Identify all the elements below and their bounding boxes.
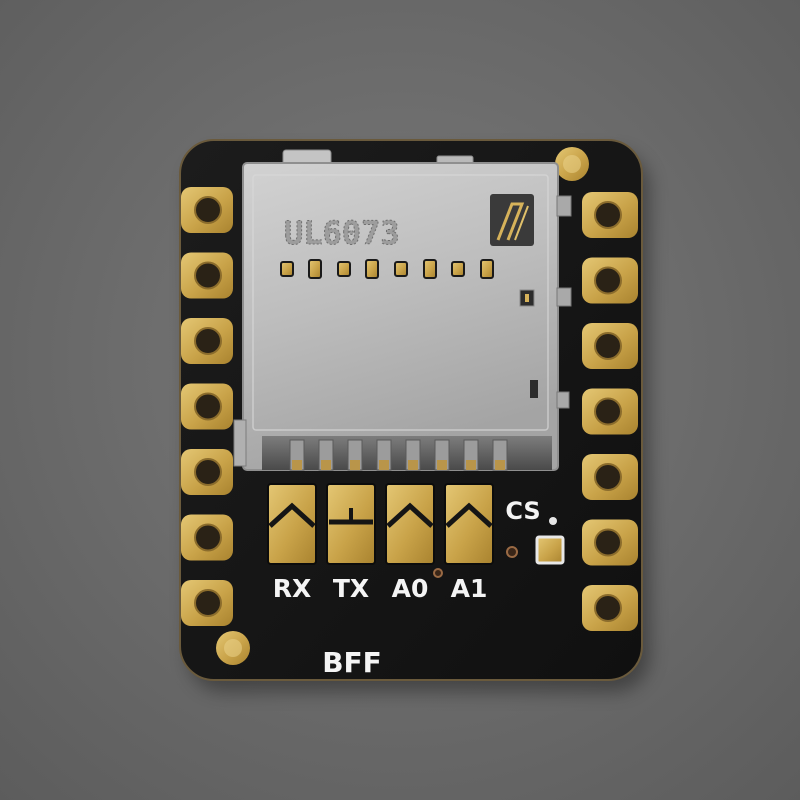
label-rx: RX xyxy=(273,574,312,603)
pad-hole xyxy=(594,463,622,491)
slot-pin-solder xyxy=(350,460,360,470)
jumper-rx xyxy=(267,483,317,565)
mounting-dot-bottom-left xyxy=(216,631,250,665)
castellated-pad-left xyxy=(181,580,233,626)
jumper-split-rx xyxy=(268,502,316,528)
slot-contact xyxy=(480,259,494,279)
jumper-pad-a0 xyxy=(385,483,435,565)
slot-pin-solder xyxy=(321,460,331,470)
slot-pin-solder xyxy=(408,460,418,470)
castellated-pad-left xyxy=(181,449,233,495)
castellated-pad-left xyxy=(181,514,233,561)
pad-hole xyxy=(194,458,222,486)
pad-hole xyxy=(194,392,222,421)
jumper-a0 xyxy=(385,483,435,565)
pad-hole xyxy=(594,397,622,426)
pad-hole xyxy=(594,528,622,557)
slot-pin-solder xyxy=(495,460,505,470)
pad-hole xyxy=(194,327,222,355)
pad-hole xyxy=(194,523,222,552)
slot-contact xyxy=(451,261,465,277)
jumper-tx xyxy=(326,483,376,565)
via-1 xyxy=(506,546,518,558)
jumper-pad-rx xyxy=(267,483,317,565)
pad-hole xyxy=(594,594,622,622)
slot-stamp-text: UL6073 xyxy=(284,214,400,252)
castellated-pad-left xyxy=(181,252,233,299)
slot-contact xyxy=(337,261,351,277)
label-tx: TX xyxy=(333,574,369,603)
castellated-pad-right xyxy=(582,585,638,631)
shield-clip-left xyxy=(233,419,247,467)
pad-hole xyxy=(594,332,622,360)
castellated-pad-right xyxy=(582,192,638,238)
label-cs: CS xyxy=(505,497,540,525)
slot-pin-solder xyxy=(437,460,447,470)
jumper-split-a1 xyxy=(445,502,493,528)
slot-contact xyxy=(365,259,379,279)
castellated-pad-right xyxy=(582,388,638,435)
slot-pin-solder xyxy=(379,460,389,470)
card-detect-spring xyxy=(490,194,534,246)
castellated-pad-left xyxy=(181,383,233,430)
mounting-dot-top-right xyxy=(555,147,589,181)
pad-hole xyxy=(194,261,222,290)
castellated-pad-left xyxy=(181,318,233,364)
slot-bottom-pins xyxy=(289,439,508,471)
cs-indicator-dot xyxy=(549,517,557,525)
pad-hole xyxy=(194,589,222,617)
castellated-pad-right xyxy=(582,519,638,566)
slot-pin-solder xyxy=(466,460,476,470)
shield-slot-hole xyxy=(530,380,538,398)
castellated-pads xyxy=(181,187,638,631)
castellated-pad-right xyxy=(582,454,638,500)
slot-contact-row xyxy=(280,259,494,279)
slot-contact xyxy=(308,259,322,279)
pad-hole xyxy=(594,266,622,295)
pad-hole xyxy=(194,196,222,224)
shield-window-contact xyxy=(525,294,529,302)
castellated-pad-right xyxy=(582,257,638,304)
slot-contact xyxy=(280,261,294,277)
label-bff: BFF xyxy=(322,646,382,679)
slot-contact xyxy=(394,261,408,277)
slot-contact xyxy=(423,259,437,279)
jumper-split-a0 xyxy=(386,502,434,528)
jumper-pad-a1 xyxy=(444,483,494,565)
shield-clip-2 xyxy=(556,287,572,307)
label-a0: A0 xyxy=(392,574,429,603)
jumper-a1 xyxy=(444,483,494,565)
microsd-card-slot: UL6073 xyxy=(233,149,572,471)
castellated-pad-right xyxy=(582,323,638,369)
pad-hole xyxy=(594,201,622,229)
shield-clip-3 xyxy=(556,391,570,409)
slot-pin-solder xyxy=(292,460,302,470)
label-a1: A1 xyxy=(451,574,488,603)
via-2 xyxy=(433,568,443,578)
cs-test-pad xyxy=(535,535,565,565)
shield-clip-1 xyxy=(556,195,572,217)
slot-shield-emboss xyxy=(252,174,549,431)
castellated-pad-left xyxy=(181,187,233,233)
